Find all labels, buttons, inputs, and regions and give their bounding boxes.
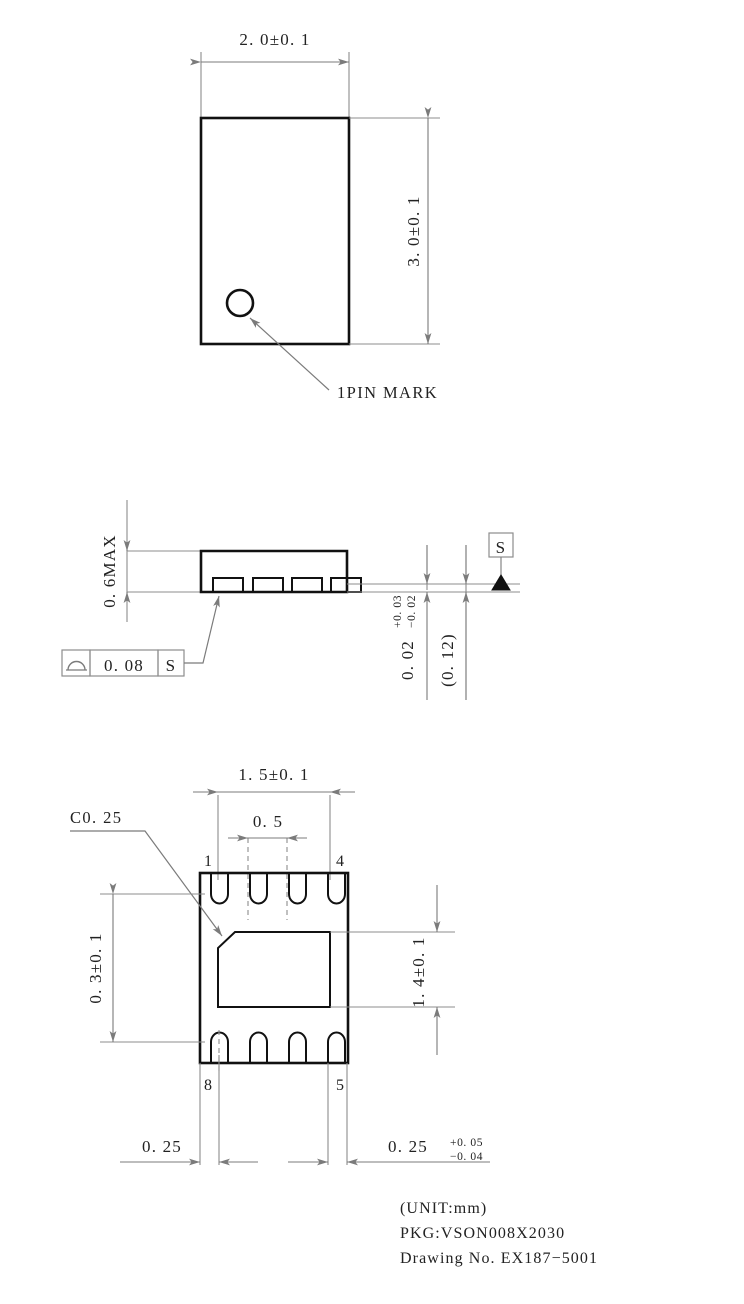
bottom-right-tol-upper: +0. 05 — [450, 1137, 483, 1149]
bottom-right-tol-lower: −0. 04 — [450, 1151, 483, 1163]
chamfer-note-label: C0. 25 — [70, 808, 122, 827]
top-height-dimension: 3. 0±0. 1 — [349, 107, 440, 345]
bottom-view-pad — [288, 1031, 307, 1063]
side-height-dimension-label: 0. 6MAX — [100, 534, 119, 608]
bottom-view-pad — [327, 873, 346, 905]
profile-of-surface-icon — [67, 660, 86, 671]
side-standoff-tol-upper: +0. 03 — [392, 595, 404, 628]
feature-control-frame: 0. 08 S — [61, 595, 220, 677]
bottom-pad-width-dimension-label: 1. 5±0. 1 — [238, 765, 309, 784]
bottom-view-pad — [249, 873, 268, 905]
title-block: (UNIT:mm) PKG:VSON008X2030 Drawing No. E… — [400, 1200, 598, 1267]
side-height-dimension: 0. 6MAX — [100, 500, 205, 622]
bottom-left-dimension-label: 0. 3±0. 1 — [86, 932, 105, 1003]
fcf-datum-label: S — [166, 656, 177, 675]
datum-triangle-icon — [491, 574, 511, 591]
top-width-dimension: 2. 0±0. 1 — [190, 30, 350, 122]
bottom-view-pad — [288, 873, 307, 905]
bottom-left-gap-dimension: 0. 25 — [120, 1137, 258, 1166]
fcf-leader-line — [184, 595, 220, 664]
side-standoff-dimension: 0. 02 +0. 03 −0. 02 — [392, 545, 431, 700]
thermal-pad-outline — [217, 931, 331, 1008]
chamfer-note: C0. 25 — [70, 808, 223, 937]
top-view: 2. 0±0. 1 3. 0±0. 1 1PIN MARK — [190, 30, 440, 402]
bottom-view-body-outline — [198, 871, 350, 1065]
datum-label: S — [496, 538, 507, 557]
side-standoff-dimension-label: 0. 02 — [398, 640, 417, 680]
side-reference-dimension-label: (0. 12) — [438, 633, 457, 687]
side-view-lead — [252, 577, 284, 593]
bottom-left-gap-dimension-label: 0. 25 — [142, 1137, 182, 1156]
side-standoff-tol-lower: −0. 02 — [406, 595, 418, 628]
chamfer-leader-line — [70, 830, 223, 937]
top-height-dimension-label: 3. 0±0. 1 — [404, 195, 423, 266]
unit-note: (UNIT:mm) — [400, 1200, 487, 1217]
side-view-lead — [212, 577, 244, 593]
bottom-pitch-dimension-label: 0. 5 — [253, 812, 283, 831]
bottom-pad-width-dimension: 1. 5±0. 1 — [193, 765, 355, 880]
bottom-pad-height-dimension: 1. 4±0. 1 — [330, 885, 455, 1055]
pin-number-1: 1 — [204, 853, 212, 870]
bottom-view: 1. 5±0. 1 0. 5 1 4 C0. 25 — [70, 765, 490, 1166]
fcf-tolerance-label: 0. 08 — [104, 656, 144, 675]
pin1-mark-label: 1PIN MARK — [337, 383, 438, 402]
top-view-body-outline — [199, 116, 351, 346]
pin-number-5: 5 — [336, 1077, 344, 1094]
bottom-view-pad — [249, 1031, 268, 1063]
side-view-lead — [330, 577, 362, 593]
pin1-mark-leader: 1PIN MARK — [249, 317, 438, 402]
top-width-dimension-label: 2. 0±0. 1 — [239, 30, 310, 49]
bottom-pitch-dimension: 0. 5 — [228, 812, 307, 920]
pin1-mark-circle — [225, 288, 255, 318]
drawing-number: Drawing No. EX187−5001 — [400, 1250, 598, 1267]
side-view-lead — [291, 577, 323, 593]
pin-number-4: 4 — [336, 853, 344, 870]
bottom-view-pad — [327, 1031, 346, 1063]
side-view: 0. 6MAX 0. 08 S 0. 02 +0. 03 — [61, 500, 520, 700]
package-name: PKG:VSON008X2030 — [400, 1225, 565, 1242]
bottom-left-dimension: 0. 3±0. 1 — [86, 883, 205, 1043]
datum-feature-symbol: S — [488, 532, 514, 591]
bottom-right-gap-dimension-label: 0. 25 — [388, 1137, 428, 1156]
bottom-view-pad — [210, 873, 229, 905]
bottom-pad-height-dimension-label: 1. 4±0. 1 — [409, 936, 428, 1007]
pin-number-8: 8 — [204, 1077, 212, 1094]
bottom-right-gap-dimension: 0. 25 +0. 05 −0. 04 — [288, 1137, 490, 1166]
side-reference-dimension: (0. 12) — [438, 545, 470, 700]
